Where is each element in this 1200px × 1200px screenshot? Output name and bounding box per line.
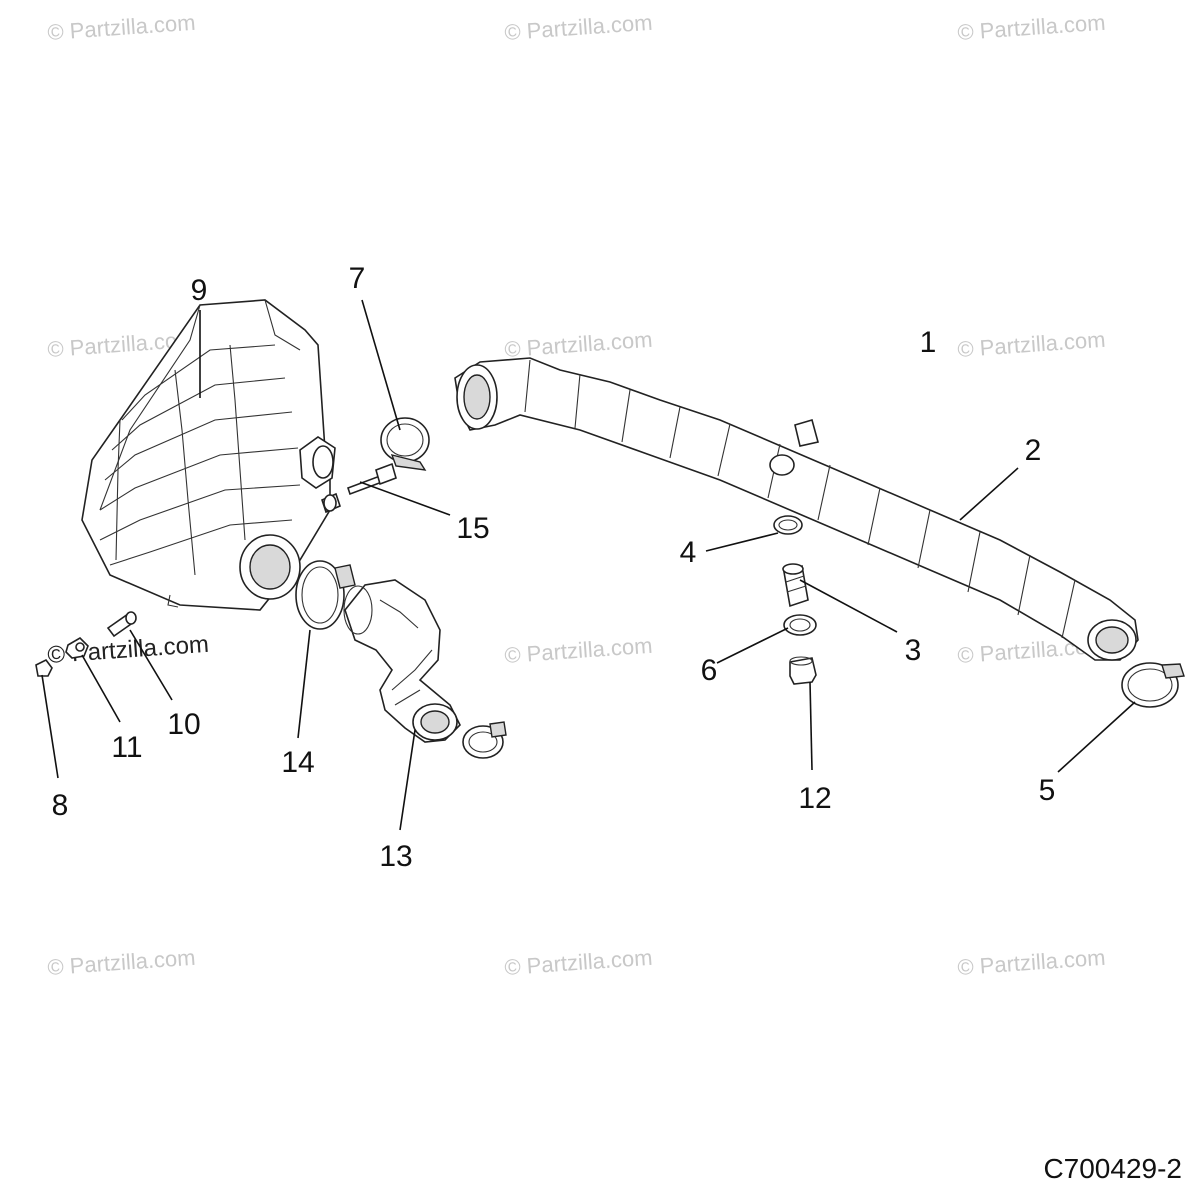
watermark: © Partzilla.com xyxy=(504,945,654,980)
small-parts-drawing xyxy=(35,611,137,677)
watermark: © Partzilla.com xyxy=(957,945,1107,980)
callout-2: 2 xyxy=(1025,434,1042,467)
watermark: © Partzilla.com xyxy=(504,10,654,45)
callout-10: 10 xyxy=(167,708,200,741)
leader-lines xyxy=(41,299,1136,831)
clamp-5-drawing xyxy=(1121,662,1185,708)
bolt-15-drawing xyxy=(321,462,397,514)
callout-7: 7 xyxy=(349,262,366,295)
watermark: © Partzilla.com xyxy=(504,633,654,668)
callouts: 1 2 3 4 5 6 7 8 9 10 11 12 13 14 15 xyxy=(52,262,1056,873)
watermark: © Partzilla.com xyxy=(957,10,1107,45)
watermark: © Partzilla.com xyxy=(504,327,654,362)
watermarks: © Partzilla.com © Partzilla.com © Partzi… xyxy=(47,10,1107,980)
diagram-code: C700429-2 xyxy=(1043,1153,1182,1184)
callout-1: 1 xyxy=(920,326,937,359)
watermark: © Partzilla.com xyxy=(957,327,1107,362)
callout-8: 8 xyxy=(52,789,69,822)
callout-6: 6 xyxy=(701,654,718,687)
callout-9: 9 xyxy=(191,274,208,307)
watermark: © Partzilla.com xyxy=(47,945,197,980)
callout-13: 13 xyxy=(379,840,412,873)
clamp-6-drawing xyxy=(783,614,817,636)
boot-13-drawing xyxy=(343,579,507,759)
duct-2-drawing xyxy=(454,357,1139,661)
clamp-4-drawing xyxy=(773,515,803,535)
watermark: © Partzilla.com xyxy=(47,10,197,45)
callout-14: 14 xyxy=(281,746,314,779)
callout-5: 5 xyxy=(1039,774,1056,807)
fitting-3-drawing xyxy=(782,563,809,608)
callout-12: 12 xyxy=(798,782,831,815)
cap-12-drawing xyxy=(789,656,817,685)
callout-4: 4 xyxy=(680,536,697,569)
callout-3: 3 xyxy=(905,634,922,667)
callout-11: 11 xyxy=(111,731,142,764)
callout-15: 15 xyxy=(456,512,489,545)
clamp-14-drawing xyxy=(295,560,356,630)
clamp-7-drawing xyxy=(380,417,430,471)
